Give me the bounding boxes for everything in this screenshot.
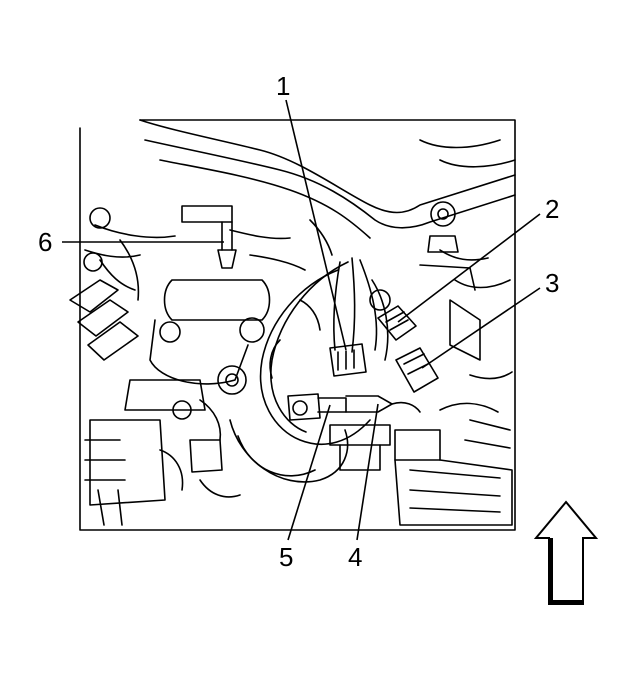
up-arrow-icon [533, 500, 599, 605]
callout-6: 6 [38, 227, 52, 257]
callout-3: 3 [545, 268, 559, 298]
callout-5: 5 [279, 542, 293, 572]
leader-line-1 [285, 99, 347, 351]
callout-1: 1 [276, 71, 290, 101]
engine-illustration [69, 119, 516, 531]
callout-4: 4 [348, 542, 362, 572]
leader-line-4 [356, 403, 379, 541]
leader-line-3 [421, 287, 541, 369]
leader-lines [62, 99, 541, 541]
callout-labels: 1 2 3 4 5 6 [38, 71, 559, 572]
leader-line-2 [397, 213, 541, 323]
callout-2: 2 [545, 194, 559, 224]
leader-line-5 [287, 404, 331, 541]
